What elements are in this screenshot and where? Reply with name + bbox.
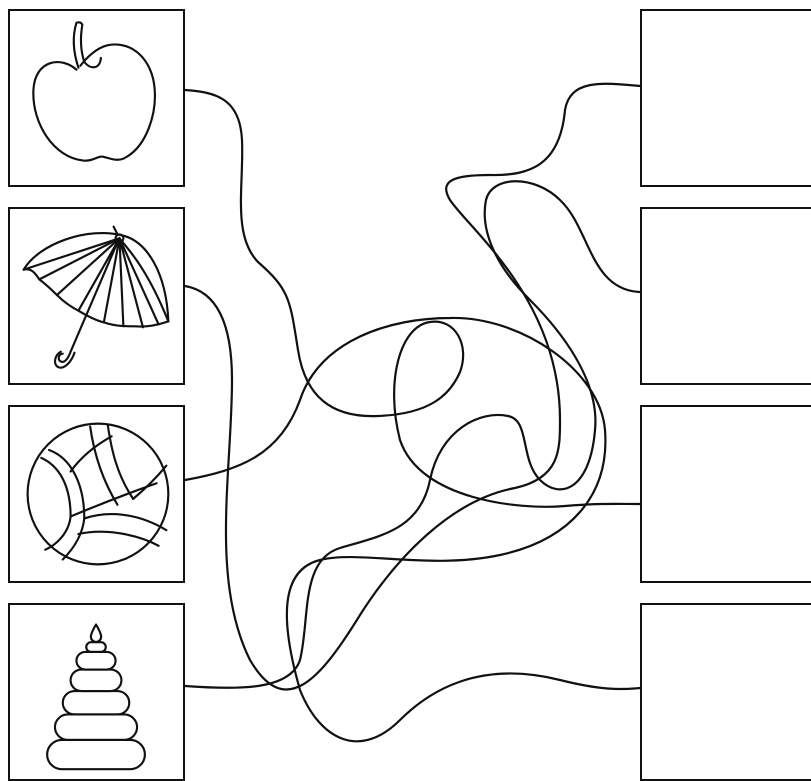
right-box-4[interactable]: [640, 603, 811, 781]
left-box-volleyball: [8, 405, 185, 583]
ring-pyramid-icon: [10, 605, 183, 779]
maze-path-volleyball: [185, 318, 640, 741]
left-box-ring-pyramid: [8, 603, 185, 781]
right-box-3[interactable]: [640, 405, 811, 583]
apple-icon: [10, 11, 183, 185]
maze-path-apple: [185, 90, 640, 507]
left-box-apple: [8, 9, 185, 187]
right-box-1[interactable]: [640, 9, 811, 187]
maze-path-umbrella: [185, 84, 640, 690]
volleyball-icon: [10, 407, 183, 581]
right-box-2[interactable]: [640, 207, 811, 385]
maze-path-pyramid: [185, 181, 640, 688]
umbrella-icon: [10, 209, 183, 383]
left-box-umbrella: [8, 207, 185, 385]
